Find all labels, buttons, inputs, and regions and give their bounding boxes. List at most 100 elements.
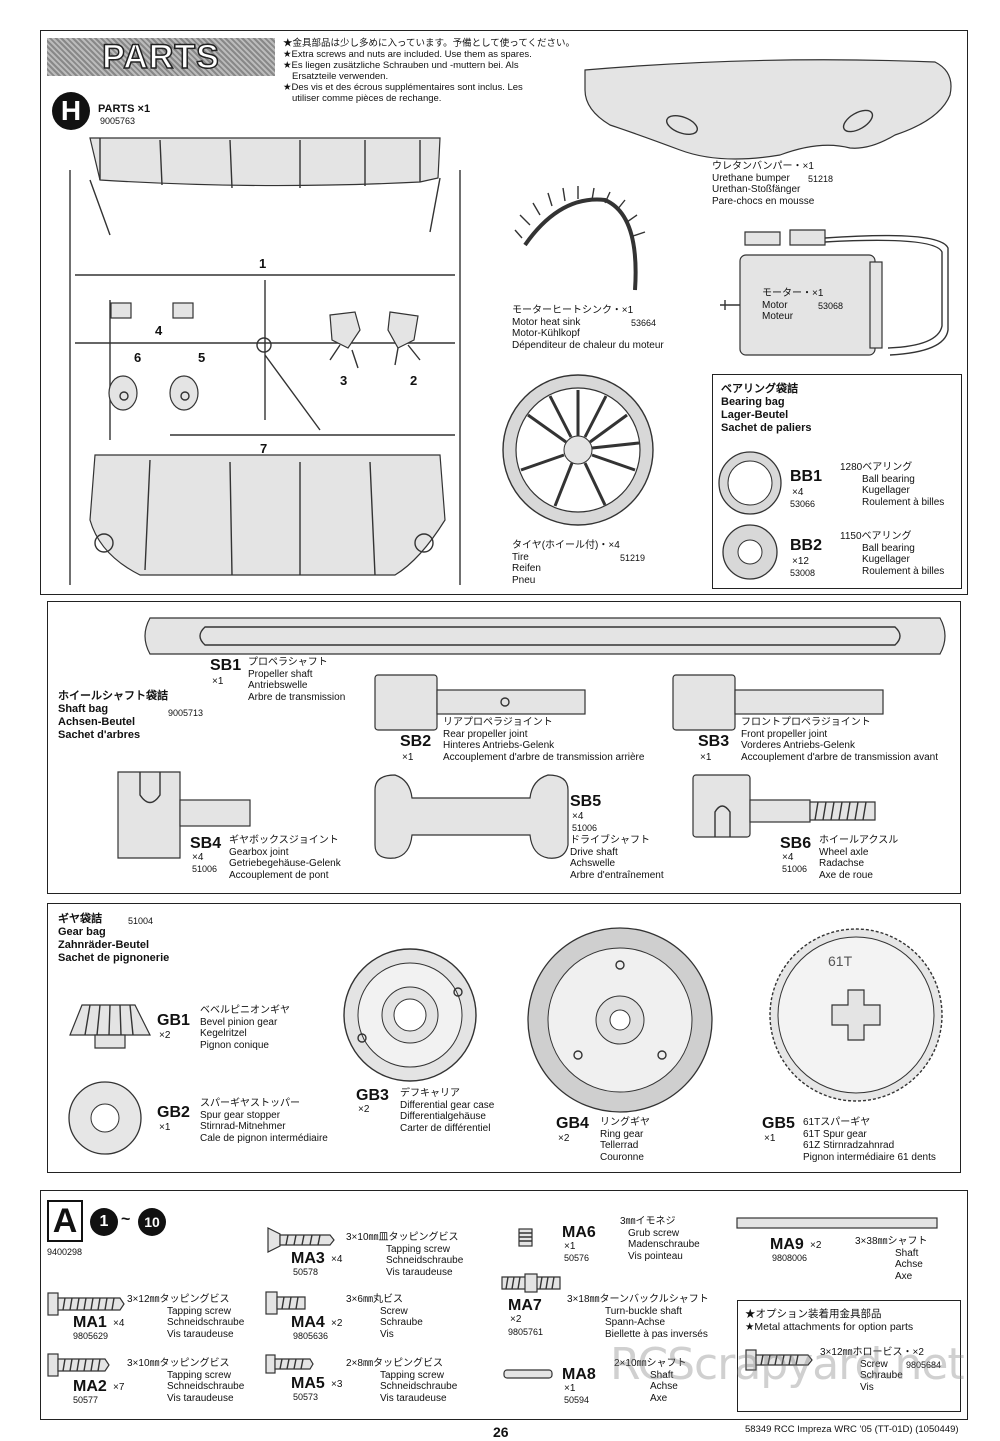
ma8-num: 50594 bbox=[564, 1395, 590, 1405]
gb1-line: Bevel pinion gear bbox=[200, 1016, 278, 1028]
gear-bag-title-line: Sachet de pignonerie bbox=[58, 952, 170, 964]
option-screw-line: Screw bbox=[860, 1358, 888, 1370]
gb2-code: GB2 bbox=[157, 1104, 190, 1121]
ma2-line: Vis taraudeuse bbox=[167, 1392, 234, 1404]
sb4-line: Gearbox joint bbox=[229, 846, 289, 858]
ma8-text: 2×10㎜シャフト Shaft Achse Axe bbox=[614, 1358, 687, 1404]
ma4-line: Screw bbox=[380, 1305, 408, 1317]
h-part-number-1: 1 bbox=[259, 256, 267, 271]
ma8-line: 2×10㎜シャフト bbox=[614, 1358, 687, 1369]
gb3-line: Differential gear case bbox=[400, 1099, 495, 1111]
sb2-line: リアプロペラジョイント bbox=[443, 717, 553, 728]
ma5-line: Vis taraudeuse bbox=[380, 1392, 447, 1404]
note-line: ★Extra screws and nuts are included. Use… bbox=[283, 49, 532, 60]
gb1-line: ベベルピニオンギヤ bbox=[200, 1005, 290, 1016]
parts-title: PARTS bbox=[101, 37, 220, 77]
ma5-line: 2×8㎜タッピングビス bbox=[346, 1358, 443, 1369]
ma2-line: Schneidschraube bbox=[167, 1381, 245, 1392]
sb3-qty: ×1 bbox=[700, 752, 712, 763]
ma4-text: 3×6㎜丸ビス Screw Schraube Vis bbox=[346, 1294, 423, 1340]
ma4-code: MA4 bbox=[291, 1314, 325, 1331]
ma5-qty: ×3 bbox=[331, 1379, 343, 1390]
heatsink-code: 53664 bbox=[631, 318, 657, 328]
option-screw-line: Schraube bbox=[860, 1370, 903, 1381]
gb5-line: 61T Spur gear bbox=[803, 1128, 867, 1140]
gb3-line: Differentialgehäuse bbox=[400, 1111, 486, 1122]
h-part-number-5: 5 bbox=[198, 350, 206, 365]
note-line: Ersatzteile verwenden. bbox=[292, 71, 389, 82]
ma4-qty: ×2 bbox=[331, 1318, 343, 1329]
ma7-code: MA7 bbox=[508, 1297, 542, 1314]
ma3-code: MA3 bbox=[291, 1250, 325, 1267]
sb2-qty: ×1 bbox=[402, 752, 414, 763]
watermark: RCScrapyard.net bbox=[610, 1339, 965, 1390]
option-line: ★Metal attachments for option parts bbox=[745, 1320, 914, 1333]
ma3-text: 3×10㎜皿タッピングビス Tapping screw Schneidschra… bbox=[346, 1232, 463, 1278]
gb1-qty: ×2 bbox=[159, 1030, 171, 1041]
gb2-text: スパーギヤストッパー Spur gear stopper Stirnrad-Mi… bbox=[200, 1098, 328, 1144]
gear-bag-section bbox=[47, 903, 961, 1173]
ma3-line: Vis taraudeuse bbox=[386, 1266, 453, 1278]
gb3-line: デフキャリア bbox=[400, 1088, 460, 1099]
tire-text: タイヤ(ホイール付)・×4 Tire Reifen Pneu bbox=[512, 540, 620, 586]
ma7-text: 3×18㎜ターンバックルシャフト Turn-buckle shaft Spann… bbox=[567, 1294, 709, 1340]
bag-a-code: 9400298 bbox=[47, 1247, 83, 1257]
sb1-line: Propeller shaft bbox=[248, 668, 313, 680]
gear-bag-title: ギヤ袋詰 Gear bag Zahnräder-Beutel Sachet de… bbox=[58, 913, 169, 965]
heatsink-line: Dépenditeur de chaleur du moteur bbox=[512, 339, 664, 351]
bearing-bag-title-line: ベアリング袋詰 bbox=[721, 383, 798, 395]
ma6-line: Vis pointeau bbox=[628, 1250, 683, 1262]
parts-banner: PARTS bbox=[47, 37, 275, 77]
ma1-line: Tapping screw bbox=[167, 1305, 231, 1317]
ma7-line: Turn-buckle shaft bbox=[605, 1305, 682, 1317]
motor-line: Moteur bbox=[762, 311, 794, 322]
bumper-line: Pare-chocs en mousse bbox=[712, 195, 815, 207]
ma7-line: 3×18㎜ターンバックルシャフト bbox=[567, 1294, 709, 1305]
sb6-num: 51006 bbox=[782, 864, 808, 874]
sb3-line: フロントプロペラジョイント bbox=[741, 717, 871, 728]
sb2-line: Hinteres Antriebs-Gelenk bbox=[443, 740, 555, 751]
ma5-line: Tapping screw bbox=[380, 1369, 444, 1381]
bb2-qty: ×12 bbox=[792, 556, 809, 567]
option-parts-text: ★オプション装着用金具部品 ★Metal attachments for opt… bbox=[745, 1308, 913, 1333]
option-parts-box bbox=[737, 1300, 961, 1412]
tire-line: Pneu bbox=[512, 574, 536, 586]
ma1-qty: ×4 bbox=[113, 1318, 125, 1329]
heatsink-line: モーターヒートシンク・×1 bbox=[512, 305, 634, 316]
sb6-code: SB6 bbox=[780, 835, 812, 852]
gb5-line: 61Tスパーギヤ bbox=[803, 1117, 871, 1128]
gear-bag-title-line: Zahnräder-Beutel bbox=[58, 939, 150, 951]
sb6-line: Axe de roue bbox=[819, 869, 873, 881]
ma9-line: 3×38㎜シャフト bbox=[855, 1236, 928, 1247]
ma4-line: Schraube bbox=[380, 1317, 423, 1328]
h-part-number-4: 4 bbox=[155, 323, 163, 338]
option-screw-code: 9805684 bbox=[906, 1360, 942, 1370]
ma6-num: 50576 bbox=[564, 1253, 590, 1263]
ma1-line: 3×12㎜タッピングビス bbox=[127, 1294, 230, 1305]
ma2-text: 3×10㎜タッピングビス Tapping screw Schneidschrau… bbox=[127, 1358, 244, 1404]
ma2-line: 3×10㎜タッピングビス bbox=[127, 1358, 230, 1369]
ma1-text: 3×12㎜タッピングビス Tapping screw Schneidschrau… bbox=[127, 1294, 244, 1340]
gb3-text: デフキャリア Differential gear case Differenti… bbox=[400, 1088, 494, 1134]
sb6-qty: ×4 bbox=[782, 852, 794, 863]
shaft-bag-title-line: Achsen-Beutel bbox=[58, 716, 136, 728]
option-screw-line: 3×12㎜ホロービス・×2 bbox=[820, 1347, 924, 1358]
gb1-code: GB1 bbox=[157, 1012, 190, 1029]
gear-bag-title-line: ギヤ袋詰 bbox=[58, 913, 102, 925]
step-from: 1 bbox=[99, 1213, 109, 1230]
bearing-bag-title-line: Sachet de paliers bbox=[721, 422, 812, 434]
ma8-line: Achse bbox=[650, 1381, 678, 1392]
tire-line: タイヤ(ホイール付)・×4 bbox=[512, 540, 620, 551]
sb1-code: SB1 bbox=[210, 657, 242, 674]
sb3-text: フロントプロペラジョイント Front propeller joint Vord… bbox=[741, 717, 938, 763]
h-part-number-3: 3 bbox=[340, 373, 348, 388]
gb4-text: リングギヤ Ring gear Tellerrad Couronne bbox=[600, 1117, 650, 1163]
ma3-num: 50578 bbox=[293, 1267, 319, 1277]
sb2-code: SB2 bbox=[400, 733, 432, 750]
shaft-bag-code: 9005713 bbox=[168, 708, 204, 718]
